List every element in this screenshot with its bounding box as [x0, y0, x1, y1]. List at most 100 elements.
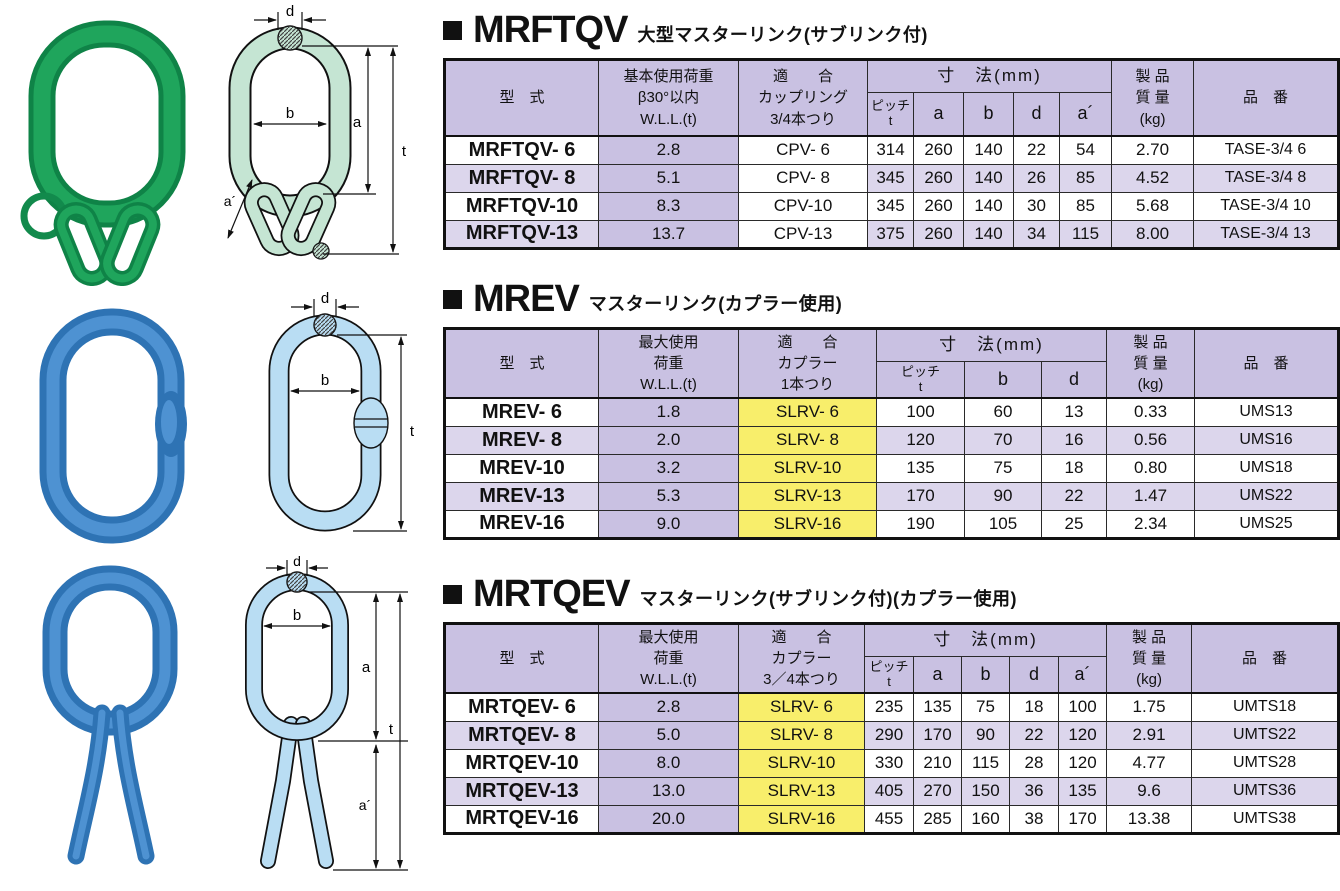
dim-label-d: d	[293, 556, 301, 569]
section-model-name: MREV	[473, 278, 580, 320]
col-header-part-no: 品 番	[1191, 623, 1340, 694]
wll-cell: 8.3	[598, 191, 739, 221]
section-bullet-icon	[443, 584, 462, 604]
dim-d-cell: 38	[1009, 804, 1059, 834]
dim-b-cell: 105	[964, 509, 1042, 539]
dim-pitch-cell: 345	[867, 163, 914, 193]
model-cell: MRFTQV-13	[444, 219, 599, 249]
model-cell: MREV- 8	[444, 425, 599, 455]
dim-pitch-cell: 375	[867, 219, 914, 249]
col-header-weight: 製 品 質 量 (kg)	[1111, 59, 1195, 137]
col-header-d: d	[1009, 656, 1059, 694]
dim-pitch-cell: 405	[864, 776, 914, 806]
part-no-cell: UMTS28	[1191, 748, 1340, 778]
table-row: MRFTQV-13 13.7 CPV-13 375 260 140 34 115…	[444, 219, 1340, 249]
dim-a-cell: 270	[913, 776, 962, 806]
part-no-cell: UMTS38	[1191, 804, 1340, 834]
col-header-pitch: ピッチ t	[876, 361, 965, 399]
dim-d-cell: 13	[1041, 397, 1107, 427]
col-header-wll: 最大使用 荷重 W.L.L.(t)	[598, 328, 739, 399]
wll-cell: 8.0	[598, 748, 739, 778]
spec-table-mrftqv: 型 式 基本使用荷重 β30°以内 W.L.L.(t) 適 合 カップリング 3…	[443, 58, 1340, 250]
dim-b-cell: 75	[961, 692, 1010, 722]
weight-cell: 0.33	[1106, 397, 1195, 427]
coupling-cell: SLRV- 8	[738, 425, 877, 455]
table-row: MRTQEV- 8 5.0 SLRV- 8 290 170 90 22 120 …	[444, 720, 1340, 750]
col-header-wll: 最大使用 荷重 W.L.L.(t)	[598, 623, 739, 694]
section-title: MRFTQV 大型マスターリンク(サブリンク付)	[443, 8, 1338, 52]
drawing-mrftqv-dimensions: d b a t a´	[224, 4, 407, 260]
model-cell: MRTQEV-10	[444, 748, 599, 778]
dim-pitch-cell: 170	[876, 481, 965, 511]
dim-b-cell: 140	[963, 163, 1014, 193]
model-cell: MRTQEV-13	[444, 776, 599, 806]
weight-cell: 2.91	[1106, 720, 1193, 750]
dim-label-t: t	[389, 721, 394, 738]
dim-label-a-prime: a´	[224, 193, 236, 209]
wll-cell: 1.8	[598, 397, 739, 427]
coupling-cell: CPV- 8	[738, 163, 868, 193]
section-model-name: MRTQEV	[473, 573, 631, 615]
dim-label-d: d	[321, 291, 329, 307]
part-no-cell: UMS18	[1194, 453, 1339, 483]
coupling-cell: SLRV-16	[738, 804, 865, 834]
dim-b-cell: 75	[964, 453, 1042, 483]
table-header: 型 式 基本使用荷重 β30°以内 W.L.L.(t) 適 合 カップリング 3…	[444, 59, 1340, 137]
table-row: MRTQEV-16 20.0 SLRV-16 455 285 160 38 17…	[444, 804, 1340, 834]
dim-a-prime-cell: 120	[1057, 720, 1108, 750]
section-subtitle: マスターリンク(サブリンク付)(カプラー使用)	[639, 589, 1018, 609]
dim-pitch-cell: 290	[864, 720, 914, 750]
table-row: MREV- 8 2.0 SLRV- 8 120 70 16 0.56 UMS16	[444, 425, 1339, 455]
dim-a-prime-cell: 170	[1057, 804, 1108, 834]
col-header-weight: 製 品 質 量 (kg)	[1106, 328, 1195, 399]
model-cell: MRTQEV- 6	[444, 692, 599, 722]
section-mrftqv: MRFTQV 大型マスターリンク(サブリンク付) 型 式 基本使用荷重 β30°…	[443, 8, 1340, 250]
wll-cell: 2.8	[598, 692, 739, 722]
col-header-pitch: ピッチ t	[864, 656, 914, 694]
wll-cell: 13.0	[598, 776, 739, 806]
part-no-cell: TASE-3/4 8	[1193, 163, 1340, 193]
table-row: MREV-16 9.0 SLRV-16 190 105 25 2.34 UMS2…	[444, 509, 1339, 539]
section-bullet-icon	[443, 289, 462, 309]
dim-a-prime-cell: 120	[1057, 748, 1108, 778]
col-header-coupling: 適 合 カップリング 3/4本つり	[738, 59, 868, 137]
dim-d-cell: 22	[1013, 135, 1060, 165]
dim-b-cell: 160	[961, 804, 1010, 834]
model-cell: MREV- 6	[444, 397, 599, 427]
col-header-model: 型 式	[444, 59, 599, 137]
table-header: 型 式 最大使用 荷重 W.L.L.(t) 適 合 カプラー 1本つり 寸 法(…	[444, 328, 1339, 399]
dim-b-cell: 70	[964, 425, 1042, 455]
spec-table-mrtqev: 型 式 最大使用 荷重 W.L.L.(t) 適 合 カプラー 3／4本つり 寸 …	[443, 622, 1340, 835]
dim-label-a: a	[353, 114, 362, 131]
wll-cell: 2.8	[598, 135, 739, 165]
model-cell: MREV-13	[444, 481, 599, 511]
wll-cell: 20.0	[598, 804, 739, 834]
table-row: MRTQEV-13 13.0 SLRV-13 405 270 150 36 13…	[444, 776, 1340, 806]
dim-pitch-cell: 455	[864, 804, 914, 834]
part-no-cell: UMS22	[1194, 481, 1339, 511]
wll-cell: 13.7	[598, 219, 739, 249]
model-cell: MRTQEV-16	[444, 804, 599, 834]
dim-pitch-cell: 100	[876, 397, 965, 427]
weight-cell: 0.80	[1106, 453, 1195, 483]
dim-label-d: d	[286, 4, 294, 20]
dim-d-cell: 26	[1013, 163, 1060, 193]
table-header: 型 式 最大使用 荷重 W.L.L.(t) 適 合 カプラー 3／4本つり 寸 …	[444, 623, 1340, 694]
col-header-a: a	[913, 656, 962, 694]
dim-a-prime-cell: 85	[1058, 191, 1113, 221]
dim-a-cell: 210	[913, 748, 962, 778]
section-title: MREV マスターリンク(カプラー使用)	[443, 277, 1338, 321]
coupling-cell: SLRV-13	[738, 776, 865, 806]
dim-label-a: a	[362, 659, 371, 676]
weight-cell: 1.47	[1106, 481, 1195, 511]
sub-link-right	[280, 182, 337, 257]
sub-link-left	[243, 182, 300, 257]
coupler-bulge	[353, 397, 389, 449]
dimension-lines	[263, 560, 408, 871]
coupling-cell: SLRV- 8	[738, 720, 865, 750]
dim-label-t: t	[402, 143, 407, 160]
coupling-cell: CPV-13	[738, 219, 868, 249]
dim-d-cell: 16	[1041, 425, 1107, 455]
section-subtitle: マスターリンク(カプラー使用)	[588, 294, 843, 314]
drawing-mrtqev-dimensions: d b a a´ t	[245, 556, 408, 871]
